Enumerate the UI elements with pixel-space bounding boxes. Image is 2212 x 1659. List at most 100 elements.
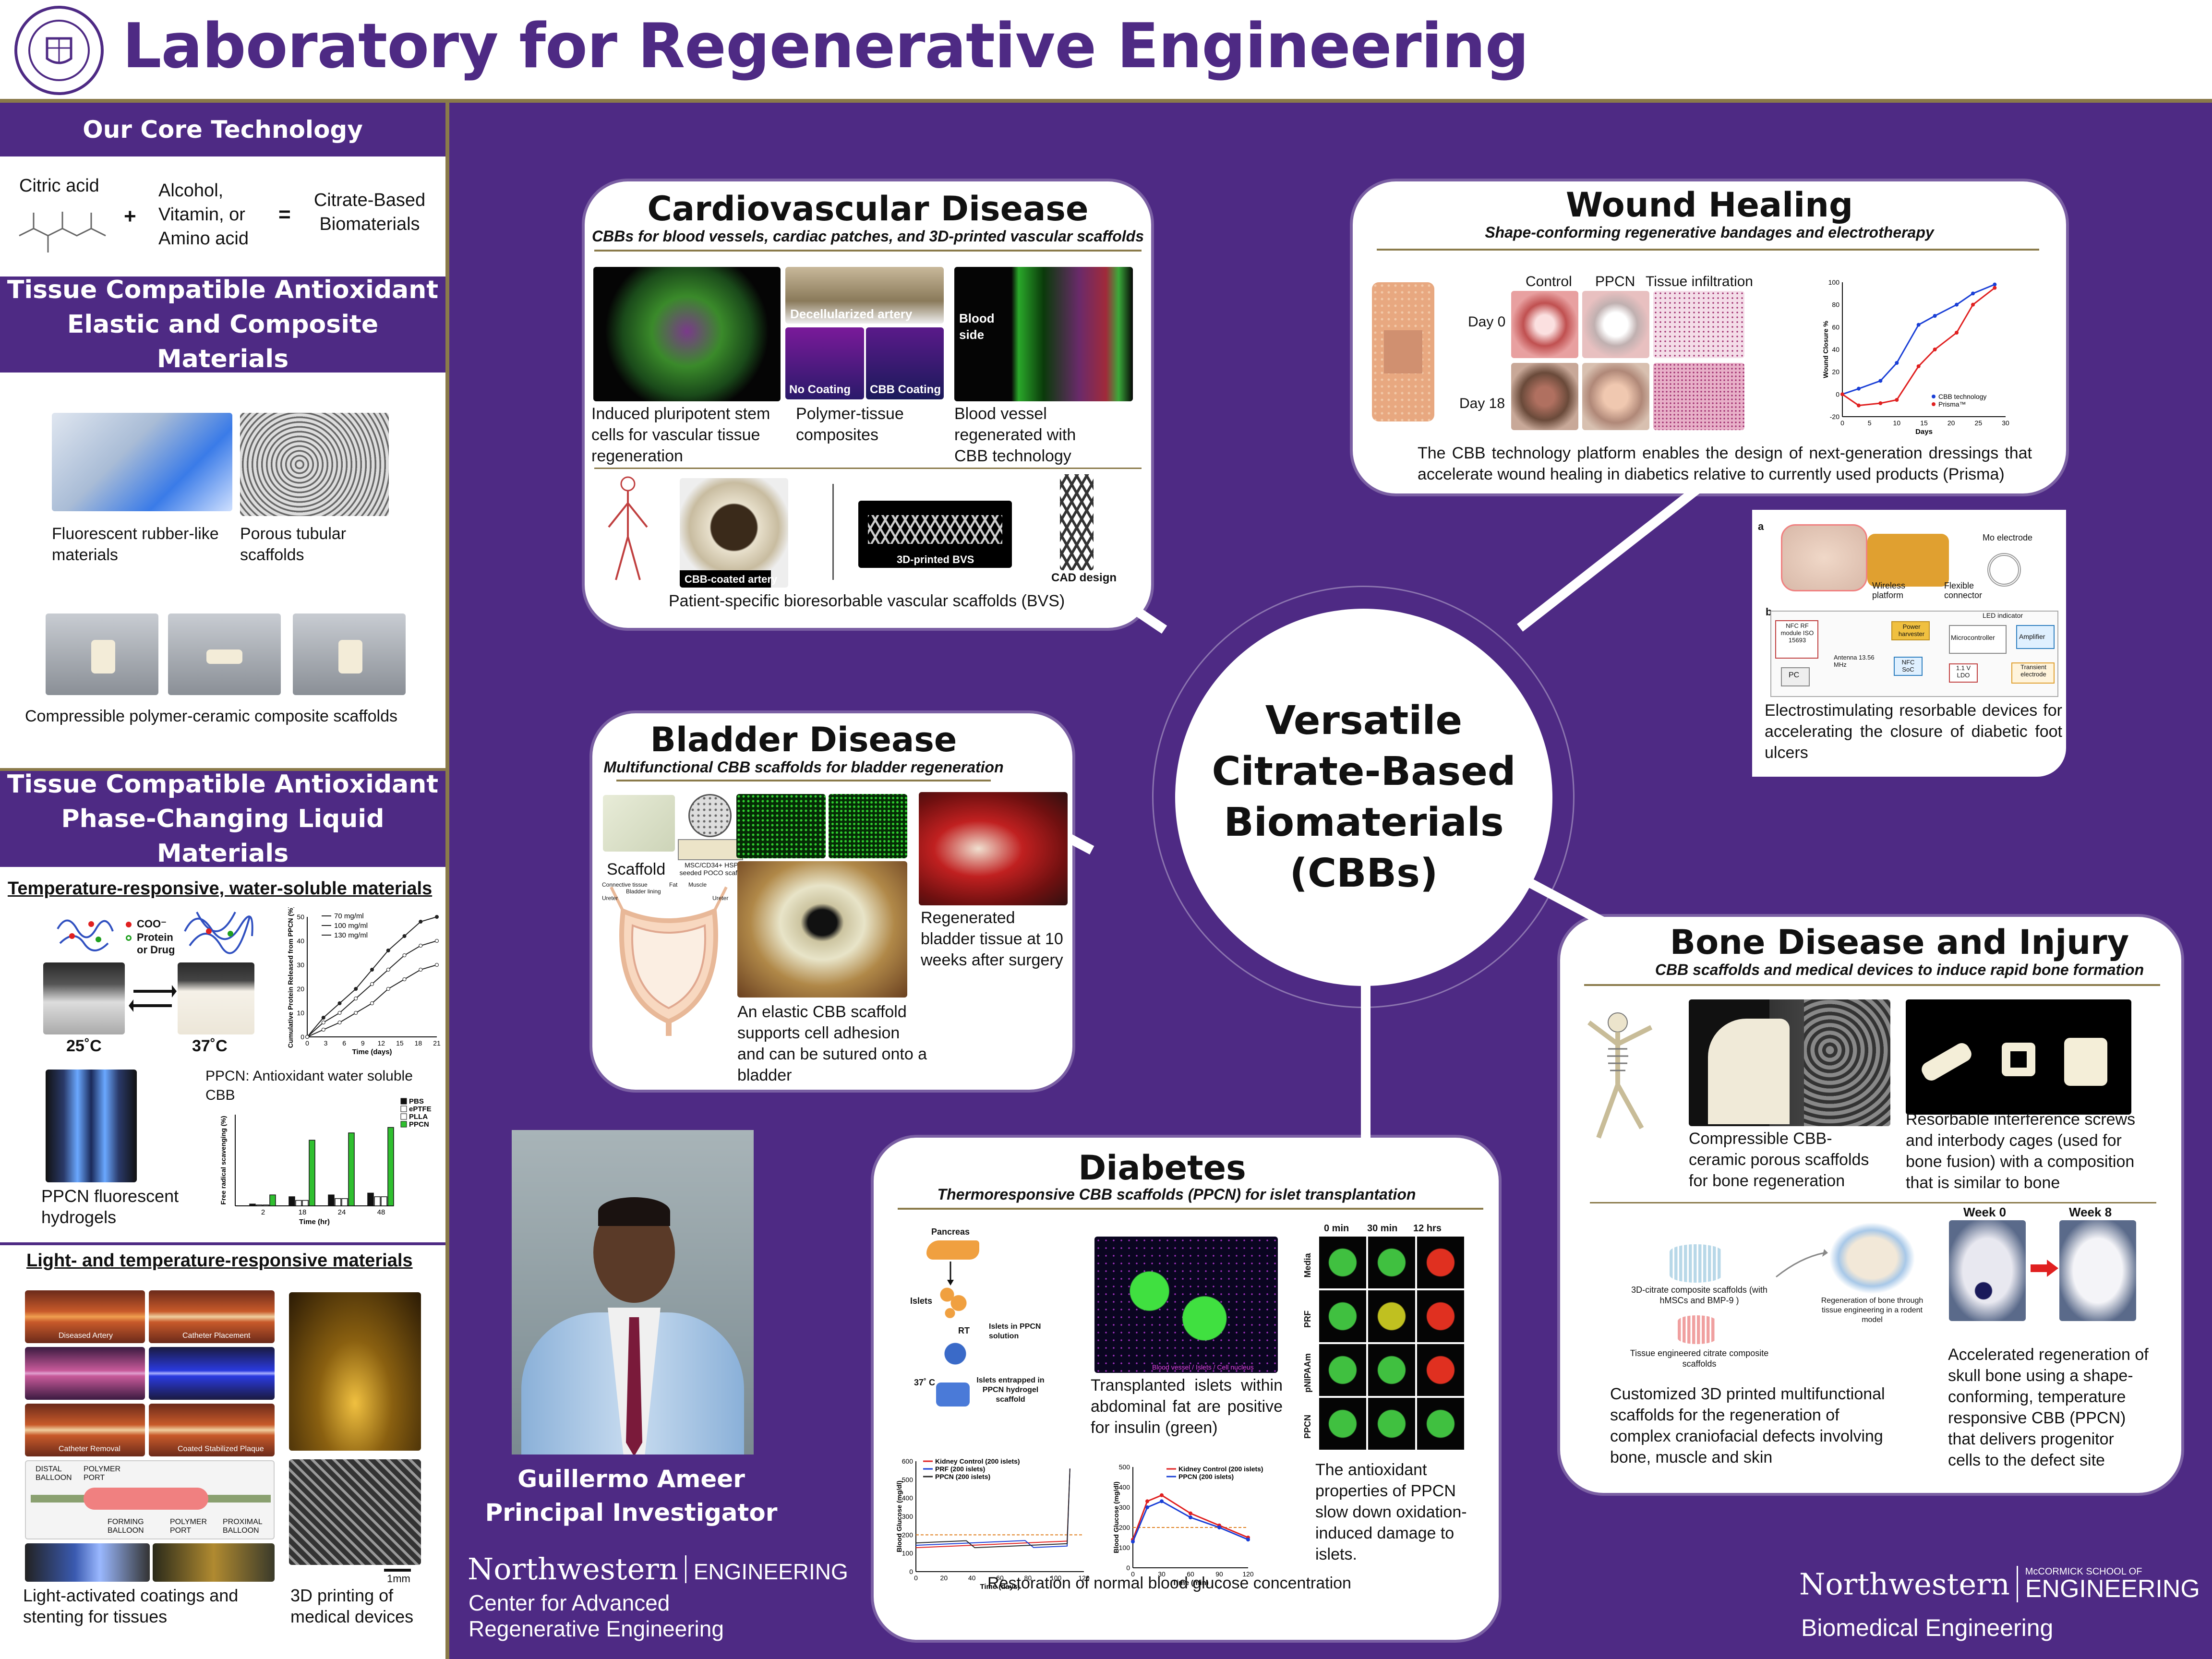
- stain-legend: Blood vessel / Islets / Cell nucleus: [1152, 1363, 1254, 1371]
- mo-electrode-image: [1987, 553, 2021, 587]
- wound-point: [1971, 291, 1975, 296]
- tissue-day18-image: [1653, 363, 1744, 430]
- electrostimulation-panel: a Mo electrode Wireless platform Flexibl…: [1752, 510, 2066, 777]
- gluc1-x-tick: 20: [940, 1574, 948, 1582]
- gluc2-point: [1217, 1526, 1221, 1529]
- release-point: [419, 944, 423, 948]
- device-caption: Electrostimulating resorbable devices fo…: [1765, 701, 2062, 762]
- gluc1-legend-text: PPCN (200 islets): [935, 1473, 990, 1480]
- glucose-caption: Restoration of normal blood glucose conc…: [987, 1574, 1351, 1592]
- mccormick-stack: McCORMICK SCHOOL OF ENGINEERING: [2025, 1567, 2200, 1601]
- vial-25c-image: [43, 962, 125, 1034]
- printed-scaffold-icon: [1670, 1244, 1722, 1283]
- northwestern-engineering-logo: Northwestern ENGINEERING: [468, 1551, 848, 1587]
- release-x-tick: 0: [305, 1039, 309, 1047]
- bvs-mesh: [868, 515, 1002, 544]
- header-rule: [0, 99, 2212, 103]
- bvs-caption: Patient-specific bioresorbable vascular …: [669, 592, 1065, 610]
- poco-scaffold-base: [678, 839, 743, 860]
- control-day18-image: [1511, 363, 1578, 430]
- scav-bar: [289, 1196, 295, 1206]
- scav-bar: [295, 1200, 302, 1206]
- gluc1-x-tick: 0: [914, 1574, 918, 1582]
- temp-25-label: 25˚C: [66, 1037, 102, 1055]
- foot-device-image: [1781, 524, 1867, 591]
- cardio-rule: [594, 250, 1142, 252]
- pi-tie: [626, 1317, 642, 1455]
- grid-row-label: pNIPAAm: [1303, 1353, 1312, 1393]
- gluc2-point: [1189, 1511, 1192, 1515]
- sem-inset: [1804, 999, 1890, 1126]
- scav-bar: [263, 1204, 269, 1206]
- release-point: [386, 949, 390, 952]
- citric-acid-label: Citric acid: [19, 176, 99, 196]
- scav-legend-text: PBS: [409, 1097, 424, 1106]
- device-label-mcu: Microcontroller: [1951, 634, 1995, 641]
- release-legend-text: 100 mg/ml: [334, 922, 368, 930]
- screws-caption: Resorbable interference screws and inter…: [1906, 1110, 2136, 1192]
- amplifier-box: [2016, 625, 2055, 649]
- islet-grid-cell: [1368, 1290, 1415, 1342]
- release-x-tick: 21: [433, 1039, 441, 1047]
- scav-bar: [269, 1194, 276, 1206]
- flow-islets: Islets: [910, 1296, 933, 1306]
- citric-acid-structure-icon: [19, 212, 106, 252]
- scav-bar: [374, 1196, 381, 1206]
- poco-label: MSC/CD34+ HSPC seeded POCO scaffold: [679, 861, 748, 877]
- islet-fluorescence-image: Blood vessel / Islets / Cell nucleus: [1094, 1237, 1278, 1373]
- grid-col-12hrs: 12 hrs: [1413, 1223, 1442, 1234]
- release-point: [321, 1016, 325, 1020]
- scav-x-tick: 2: [261, 1208, 265, 1216]
- release-legend-text: 130 mg/ml: [334, 931, 368, 939]
- scav-legend-swatch: [400, 1098, 407, 1105]
- wound-point: [1955, 331, 1959, 335]
- flow-37c: 37˚ C: [914, 1378, 936, 1387]
- stent-panel-coating-2: [149, 1347, 275, 1400]
- gluc1-x-tick: 60: [996, 1574, 1004, 1582]
- wound-y-label: Wound Closure %: [1822, 321, 1829, 378]
- release-point: [402, 934, 407, 938]
- vial-37c-image: [178, 962, 254, 1034]
- gluc1-x-label: Time (days): [980, 1583, 1020, 1591]
- wound-y-tick: 20: [1832, 368, 1839, 376]
- wound-healing-card: Wound Healing Shape-conforming regenerat…: [1353, 181, 2066, 493]
- mccormick-school-label: McCORMICK SCHOOL OF: [2025, 1566, 2142, 1577]
- anat-label-ureter-2: Ureter: [712, 895, 729, 902]
- device-label-a: a: [1758, 520, 1764, 532]
- craniofacial-caption: Customized 3D printed multifunctional sc…: [1610, 1385, 1885, 1467]
- balloon-label-forming: FORMING BALLOON: [108, 1518, 144, 1535]
- diabetes-card: Diabetes Thermoresponsive CBB scaffolds …: [874, 1138, 1499, 1640]
- compressible-scaffold-image-3: [293, 613, 406, 695]
- porous-bone-scaffold-image: [1689, 999, 1890, 1126]
- device-label-nfc: NFC RF module ISO 15693: [1780, 622, 1814, 644]
- ppcn-antioxidant-note: PPCN: Antioxidant water soluble CBB: [205, 1068, 413, 1103]
- stent-panel-stabilized: Coated Stabilized Plaque: [149, 1404, 275, 1456]
- gluc2-point: [1246, 1538, 1250, 1542]
- cardio-separator: [832, 484, 834, 580]
- coated-artery-label: CBB-coated artery: [685, 573, 778, 585]
- skull-week8-image: [2059, 1220, 2136, 1321]
- plus-sign: +: [124, 204, 136, 228]
- gluc2-point: [1145, 1499, 1149, 1503]
- gluc2-series-line: [1132, 1500, 1249, 1542]
- fluorescent-rubber-image: [52, 413, 232, 511]
- fluorescent-rubber-caption: Fluorescent rubber-like materials: [52, 525, 219, 564]
- release-y-tick: 10: [297, 1009, 304, 1017]
- scav-x-label: Time (hr): [299, 1218, 330, 1226]
- gluc2-series-line: [1132, 1494, 1249, 1540]
- release-x-tick: 6: [342, 1039, 346, 1047]
- scav-legend-text: ePTFE: [409, 1105, 432, 1113]
- scav-bar: [381, 1196, 387, 1206]
- week0-label: Week 0: [1963, 1205, 2007, 1219]
- core-equation: Citric acid + Alcohol, Vitamin, or Amino…: [0, 156, 445, 276]
- gluc1-x-tick: 120: [1078, 1574, 1090, 1582]
- balloon-label-port-2: POLYMER PORT: [170, 1518, 207, 1535]
- wireless-board-image: [1867, 534, 1949, 587]
- islet-grid-cell: [1368, 1344, 1415, 1396]
- porous-scaffold-image: [240, 413, 389, 516]
- release-point: [370, 982, 374, 986]
- scav-x-tick: 48: [377, 1208, 385, 1216]
- release-x-tick: 12: [377, 1039, 385, 1047]
